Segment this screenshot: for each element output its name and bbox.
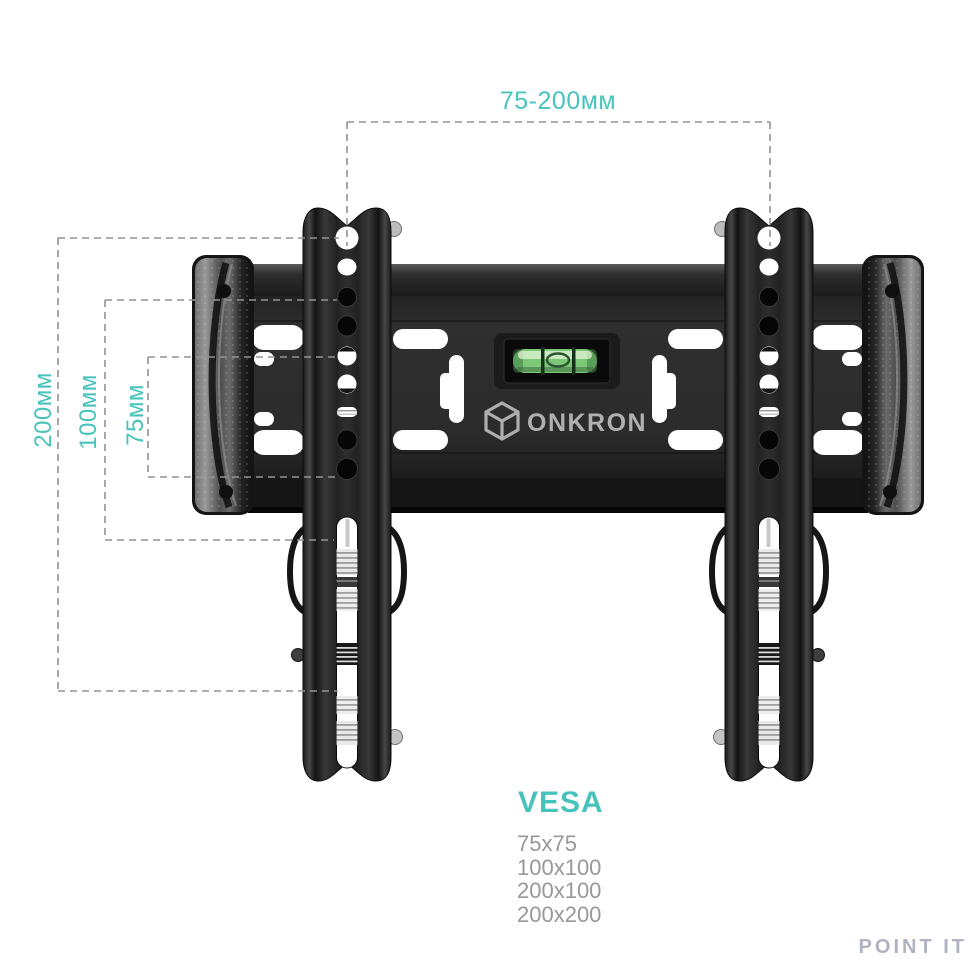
vesa-size-200x100: 200x100 — [517, 878, 602, 903]
level-bubble — [545, 352, 571, 368]
left-dimension-label-200mm: 200мм — [30, 372, 57, 448]
vesa-heading: VESA — [518, 786, 604, 819]
onkron-cube-icon — [484, 401, 520, 441]
brand-logo: ONKRON — [484, 401, 647, 441]
plate-cutouts-center-right — [652, 329, 723, 450]
adjustment-slot — [336, 516, 358, 769]
watermark: POINT IT — [858, 936, 967, 958]
plate-cutouts-left — [252, 325, 304, 455]
dimension-line-100mm — [104, 299, 337, 541]
brand-logo-text: ONKRON — [527, 409, 647, 437]
left-tv-bracket — [286, 207, 408, 782]
vesa-hole-column — [335, 226, 359, 480]
left-end-cap — [192, 255, 254, 515]
dimension-line-top-75-200mm — [346, 121, 771, 246]
vesa-size-100x100: 100x100 — [517, 854, 602, 880]
vesa-section: VESA 75x75 100x100 200x100 200x200 — [517, 786, 604, 926]
left-dimension-label-75mm: 75мм — [122, 384, 149, 446]
top-dimension-label: 75-200мм — [499, 87, 617, 115]
locking-clips — [286, 525, 408, 615]
dimension-line-75mm — [147, 356, 337, 478]
vesa-size-75x75: 75x75 — [517, 831, 577, 856]
plate-cutouts-center-left — [393, 329, 464, 450]
bubble-level — [494, 333, 620, 389]
dimension-line-200mm — [57, 237, 339, 692]
left-dimension-label-100mm: 100мм — [75, 374, 102, 450]
plate-cutouts-right — [812, 325, 864, 455]
vesa-size-200x200: 200x200 — [517, 901, 602, 927]
